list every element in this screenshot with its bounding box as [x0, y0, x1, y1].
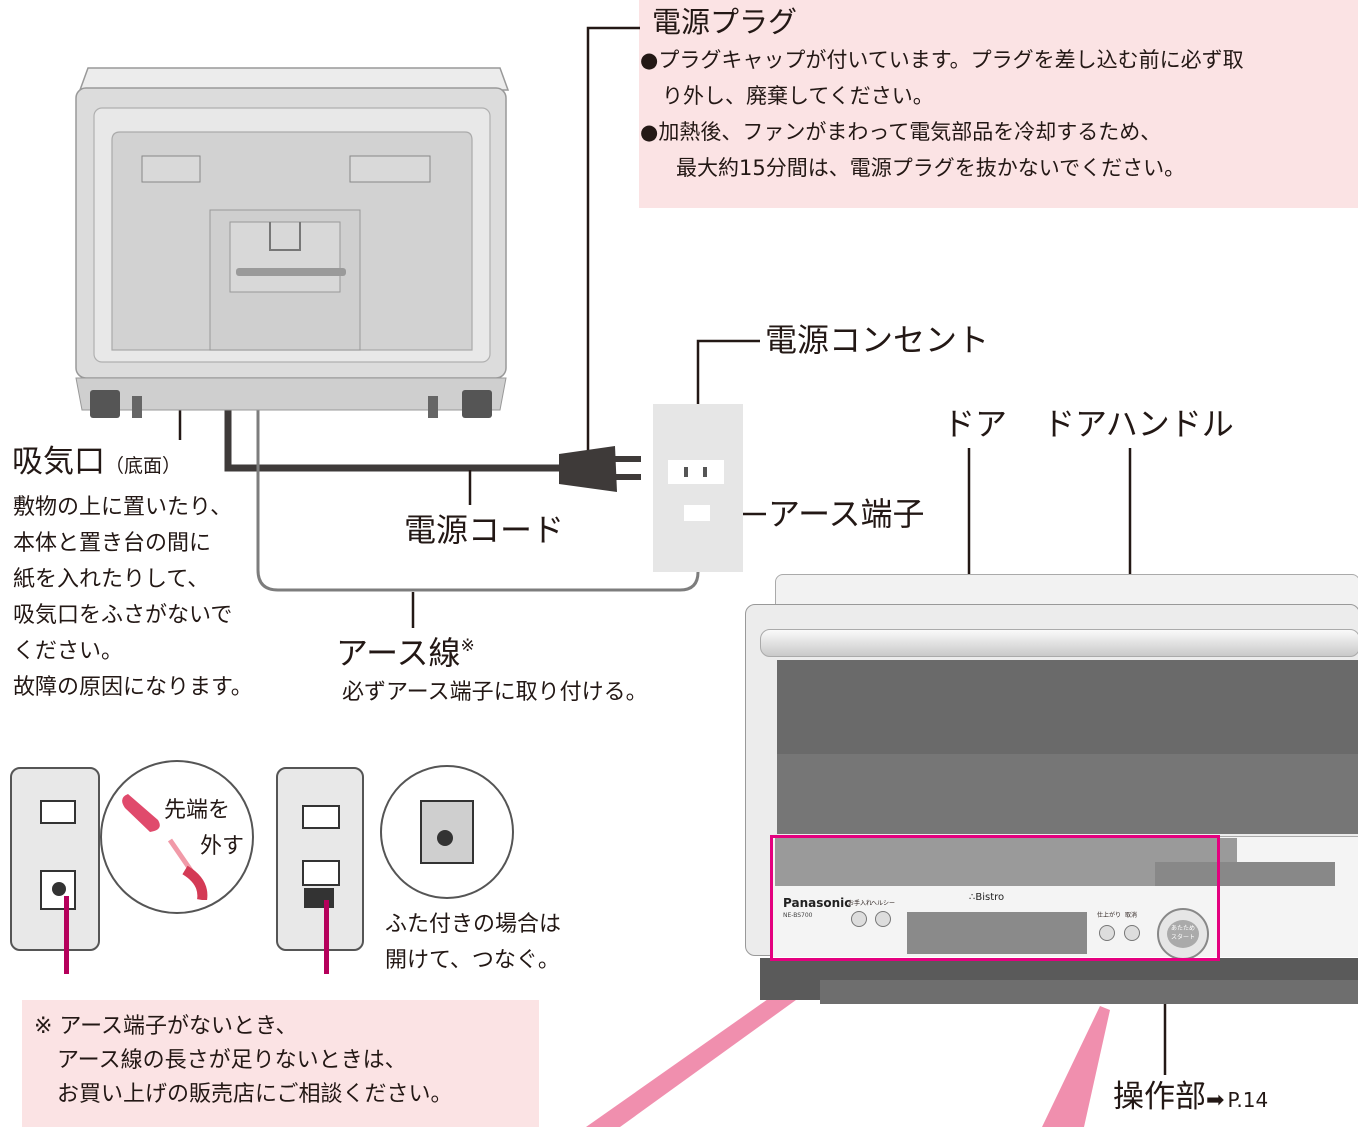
- wall-outlet-2: [276, 767, 364, 951]
- care-button-label: お手入れ: [848, 900, 873, 907]
- bistro-logo: ∴Bistro: [969, 892, 1005, 903]
- tip-label-line1: 先端を: [164, 798, 231, 823]
- earth-wire-1: [64, 896, 69, 974]
- wall-outlet-1: [10, 767, 100, 951]
- earth-wire-label: アース線※: [336, 634, 475, 672]
- footnote-line2: アース線の長さが足りないときは、: [57, 1048, 407, 1073]
- model-number: NE-BS700: [783, 912, 813, 919]
- detail-circle-1: [100, 760, 254, 914]
- door-label: ドア: [943, 405, 1008, 443]
- wall-outlet-plate: [653, 404, 743, 572]
- outlet-label: 電源コンセント: [765, 321, 990, 359]
- lid-note-line1: ふた付きの場合は: [385, 912, 562, 937]
- arrow-right-icon: ➡: [1206, 1088, 1225, 1113]
- earth-terminal: [684, 505, 710, 521]
- outlet-socket: [668, 460, 724, 484]
- care-button[interactable]: [851, 911, 867, 927]
- start-dial-center: あたため スタート: [1167, 920, 1199, 948]
- oven-front: Panasonic NE-BS700 ∴Bistro お手入れ ヘルシー 仕上が…: [745, 574, 1358, 970]
- control-panel-highlight: [770, 835, 1220, 961]
- footnote-line1: ※ アース端子がないとき、: [34, 1014, 298, 1039]
- control-panel-label: 操作部➡P.14: [1113, 1079, 1269, 1115]
- lid-note-line2: 開けて、つなぐ。: [385, 948, 560, 973]
- page-ref-link[interactable]: P.14: [1227, 1088, 1269, 1112]
- brand-logo: Panasonic: [783, 896, 852, 910]
- wire-tip-illustration: [122, 794, 208, 900]
- healthy-button-label: ヘルシー: [871, 900, 896, 907]
- healthy-button[interactable]: [875, 911, 891, 927]
- earth-terminal-label: アース端子: [768, 495, 925, 533]
- menu-print-band-right: [1155, 862, 1335, 886]
- power-cord-label: 電源コード: [404, 511, 565, 549]
- finish-button[interactable]: [1099, 925, 1115, 941]
- power-plug-illustration: [559, 446, 641, 492]
- earth-wire-mark: ※: [460, 636, 475, 656]
- door-handle: [760, 629, 1358, 657]
- cancel-button-label: 取消: [1125, 912, 1138, 919]
- start-dial[interactable]: あたため スタート: [1157, 908, 1209, 960]
- power-plug-note1-line1: ●プラグキャップが付いています。プラグを差し込む前に必ず取: [640, 48, 1244, 72]
- footnote-box: [22, 1000, 539, 1127]
- tip-label-line2: 外す: [200, 834, 245, 859]
- door-lower-window: [777, 754, 1358, 834]
- earth-wire-note: 必ずアース端子に取り付ける。: [342, 680, 648, 705]
- earth-wire-2: [324, 900, 329, 974]
- intake-label: 吸気口（底面）: [12, 444, 182, 480]
- power-plug-note1-line2: り外し、廃棄してください。: [662, 84, 934, 108]
- power-plug-note2-line2: 最大約15分間は、電源プラグを抜かないでください。: [676, 156, 1186, 180]
- power-plug-note2-line1: ●加熱後、ファンがまわって電気部品を冷却するため、: [640, 120, 1162, 144]
- finish-button-label: 仕上がり: [1097, 912, 1122, 919]
- pointer-beams: [586, 966, 1110, 1127]
- power-plug-note-box: [639, 0, 1358, 208]
- oven-rear-illustration: [75, 67, 510, 418]
- display-screen: [907, 912, 1087, 954]
- power-plug-title: 電源プラグ: [652, 5, 798, 39]
- cancel-button[interactable]: [1124, 925, 1140, 941]
- intake-note: 敷物の上に置いたり、 本体と置き台の間に 紙を入れたりして、 吸気口をふさがない…: [13, 495, 253, 700]
- footnote-line3: お買い上げの販売店にご相談ください。: [57, 1082, 453, 1107]
- door-handle-label: ドアハンドル: [1043, 405, 1234, 443]
